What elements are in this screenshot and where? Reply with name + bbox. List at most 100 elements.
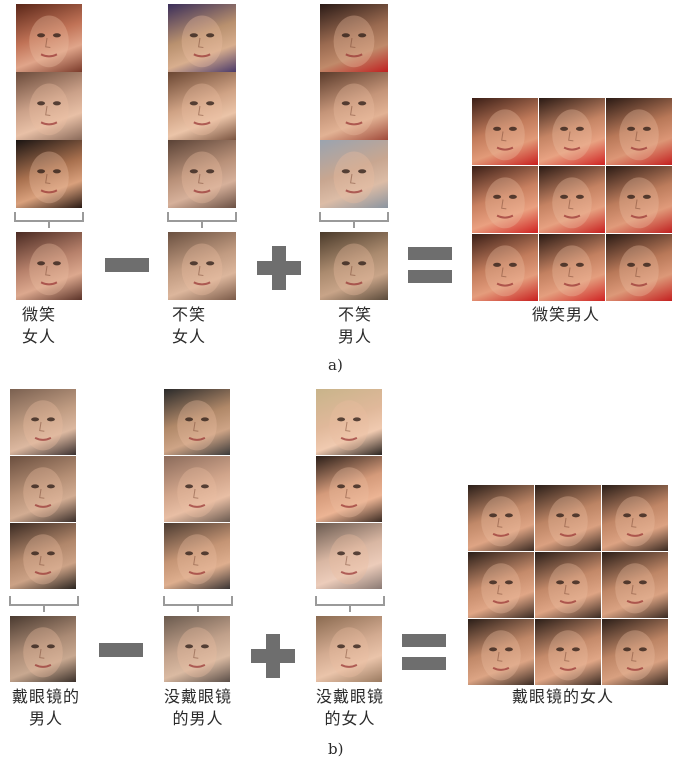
input-label: 没戴眼镜 的男人 — [164, 687, 233, 728]
face-features — [181, 15, 223, 68]
result-face — [472, 166, 538, 233]
group-bracket — [319, 212, 389, 222]
result-face — [468, 485, 534, 551]
face-features — [333, 83, 375, 136]
result-face — [535, 552, 601, 618]
face-features — [23, 400, 63, 451]
equals-operator-top — [402, 634, 446, 647]
face-features — [181, 83, 223, 136]
face-features — [615, 563, 655, 614]
result-face — [606, 166, 672, 233]
result-face — [539, 98, 605, 165]
face-features — [619, 245, 659, 297]
input-label: 不笑 男人 — [338, 305, 373, 346]
face-image — [168, 140, 236, 208]
face-image — [10, 389, 76, 455]
group-bracket — [315, 596, 385, 606]
face-features — [29, 243, 69, 296]
average-face — [316, 616, 382, 682]
average-face — [10, 616, 76, 682]
result-face — [539, 234, 605, 301]
face-image — [16, 72, 82, 140]
result-face — [468, 619, 534, 685]
face-features — [481, 563, 521, 614]
face-features — [548, 563, 588, 614]
equals-operator-top — [408, 247, 452, 260]
face-features — [548, 630, 588, 681]
panel-caption: b) — [328, 740, 344, 758]
face-features — [552, 109, 592, 161]
face-features — [552, 177, 592, 229]
result-face — [535, 619, 601, 685]
face-image — [316, 456, 382, 522]
face-features — [615, 496, 655, 547]
face-features — [329, 534, 369, 585]
input-label: 微笑 女人 — [22, 305, 57, 346]
result-face — [472, 98, 538, 165]
face-features — [615, 630, 655, 681]
result-face — [602, 552, 668, 618]
face-features — [177, 627, 217, 678]
face-image — [320, 140, 388, 208]
equals-operator-bottom — [408, 270, 452, 283]
face-image — [320, 72, 388, 140]
face-features — [177, 467, 217, 518]
face-features — [333, 151, 375, 204]
face-features — [329, 467, 369, 518]
plus-operator-v — [272, 246, 286, 290]
face-features — [181, 151, 223, 204]
face-image — [16, 140, 82, 208]
face-features — [619, 109, 659, 161]
face-image — [316, 523, 382, 589]
face-features — [552, 245, 592, 297]
result-face — [539, 166, 605, 233]
average-face — [168, 232, 236, 300]
result-label: 微笑男人 — [532, 305, 601, 324]
face-image — [10, 523, 76, 589]
result-label: 戴眼镜的女人 — [512, 687, 615, 706]
result-face — [606, 98, 672, 165]
group-bracket — [163, 596, 233, 606]
face-features — [481, 630, 521, 681]
face-features — [333, 243, 375, 296]
face-image — [168, 72, 236, 140]
face-features — [29, 83, 69, 136]
result-face — [472, 234, 538, 301]
face-image — [164, 389, 230, 455]
group-bracket — [14, 212, 84, 222]
average-face — [164, 616, 230, 682]
face-features — [485, 109, 525, 161]
result-face — [535, 485, 601, 551]
face-image — [164, 456, 230, 522]
face-features — [619, 177, 659, 229]
face-features — [329, 627, 369, 678]
face-features — [23, 627, 63, 678]
face-image — [316, 389, 382, 455]
input-label: 没戴眼镜 的女人 — [316, 687, 385, 728]
face-features — [29, 151, 69, 204]
plus-operator-v — [266, 634, 280, 678]
face-features — [177, 400, 217, 451]
average-face — [320, 232, 388, 300]
result-face — [606, 234, 672, 301]
face-image — [320, 4, 388, 72]
result-face — [602, 619, 668, 685]
face-image — [168, 4, 236, 72]
face-features — [177, 534, 217, 585]
face-image — [164, 523, 230, 589]
group-bracket — [167, 212, 237, 222]
face-features — [23, 467, 63, 518]
panel-caption: a) — [328, 356, 343, 374]
face-image — [16, 4, 82, 72]
input-label: 戴眼镜的 男人 — [12, 687, 81, 728]
average-face — [16, 232, 82, 300]
face-features — [548, 496, 588, 547]
face-image — [10, 456, 76, 522]
input-label: 不笑 女人 — [172, 305, 207, 346]
face-features — [329, 400, 369, 451]
group-bracket — [9, 596, 79, 606]
minus-operator — [105, 258, 149, 272]
face-features — [485, 177, 525, 229]
face-features — [181, 243, 223, 296]
face-features — [29, 15, 69, 68]
